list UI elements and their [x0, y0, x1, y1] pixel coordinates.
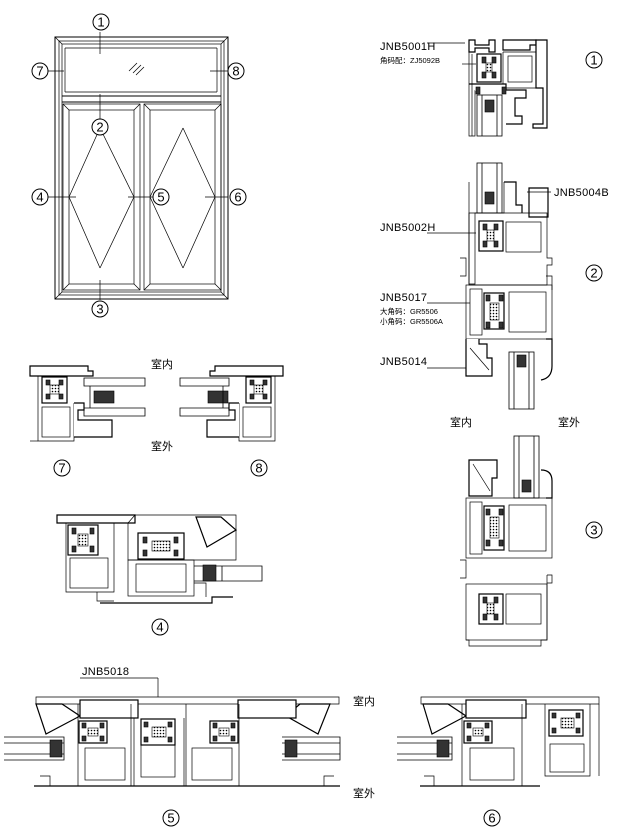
- section-6-label: 6: [488, 811, 495, 826]
- marker-4: 4: [31, 188, 49, 206]
- marker-8: 8: [227, 62, 245, 80]
- section-5-number: 5: [162, 809, 180, 827]
- marker-8-label: 8: [232, 64, 239, 79]
- profile-jnb5004b-code: JNB5004B: [554, 187, 609, 199]
- section-2-label: 2: [590, 266, 597, 281]
- section-78-outdoor-label: 室外: [151, 439, 173, 453]
- section-4-label: 4: [156, 620, 163, 635]
- profile-jnb5001h-note: 角码配：ZJ5092B: [380, 55, 440, 65]
- marker-4-label: 4: [36, 190, 43, 205]
- marker-3-label: 3: [96, 302, 103, 317]
- profile-jnb5002h-code: JNB5002H: [380, 222, 436, 234]
- section-3-label: 3: [590, 523, 597, 538]
- section-1-drawing: [462, 39, 548, 137]
- section-56-outdoor-label: 室外: [353, 786, 375, 800]
- section-5-drawing: [4, 677, 341, 787]
- section-2-number: 2: [585, 264, 603, 282]
- section-1-label: 1: [590, 53, 597, 68]
- marker-1-label: 1: [97, 15, 104, 30]
- section-8-number: 8: [250, 459, 268, 477]
- marker-5-label: 5: [157, 190, 164, 205]
- profile-jnb5018-code: JNB5018: [82, 666, 129, 678]
- profile-jnb5001h-code: JNB5001H: [380, 41, 436, 53]
- window-elevation: [47, 32, 229, 300]
- section-56-indoor-label: 室内: [353, 694, 375, 708]
- marker-6-label: 6: [234, 190, 241, 205]
- section-8-label: 8: [255, 461, 262, 476]
- marker-7: 7: [31, 62, 49, 80]
- section-6-number: 6: [483, 809, 501, 827]
- profile-jnb5014-code: JNB5014: [380, 356, 427, 368]
- marker-5: 5: [152, 188, 170, 206]
- section-1-number: 1: [585, 51, 603, 69]
- marker-2: 2: [91, 118, 109, 136]
- section-5-label: 5: [167, 811, 174, 826]
- section-2-outdoor-label: 室外: [558, 415, 580, 429]
- section-2-indoor-label: 室内: [450, 415, 472, 429]
- section-3-number: 3: [585, 521, 603, 539]
- marker-7-label: 7: [36, 64, 43, 79]
- profile-jnb5017-small-corner: 小角码：GR5506A: [380, 316, 443, 326]
- marker-1: 1: [92, 13, 110, 31]
- section-7-label: 7: [58, 461, 65, 476]
- section-4-drawing: [56, 514, 263, 604]
- marker-6: 6: [229, 188, 247, 206]
- section-7-number: 7: [53, 459, 71, 477]
- section-4-number: 4: [151, 618, 169, 636]
- marker-3: 3: [91, 300, 109, 318]
- section-7-drawing: [29, 365, 146, 442]
- marker-2-label: 2: [96, 120, 103, 135]
- section-78-indoor-label: 室内: [151, 357, 173, 371]
- section-8-drawing: [179, 365, 284, 442]
- section-6-drawing: [397, 696, 600, 787]
- section-2-drawing: [460, 162, 553, 410]
- profile-jnb5017-large-corner: 大角码：GR5506: [380, 306, 438, 316]
- profile-jnb5017-code: JNB5017: [380, 292, 427, 304]
- section-3-drawing: [460, 435, 553, 647]
